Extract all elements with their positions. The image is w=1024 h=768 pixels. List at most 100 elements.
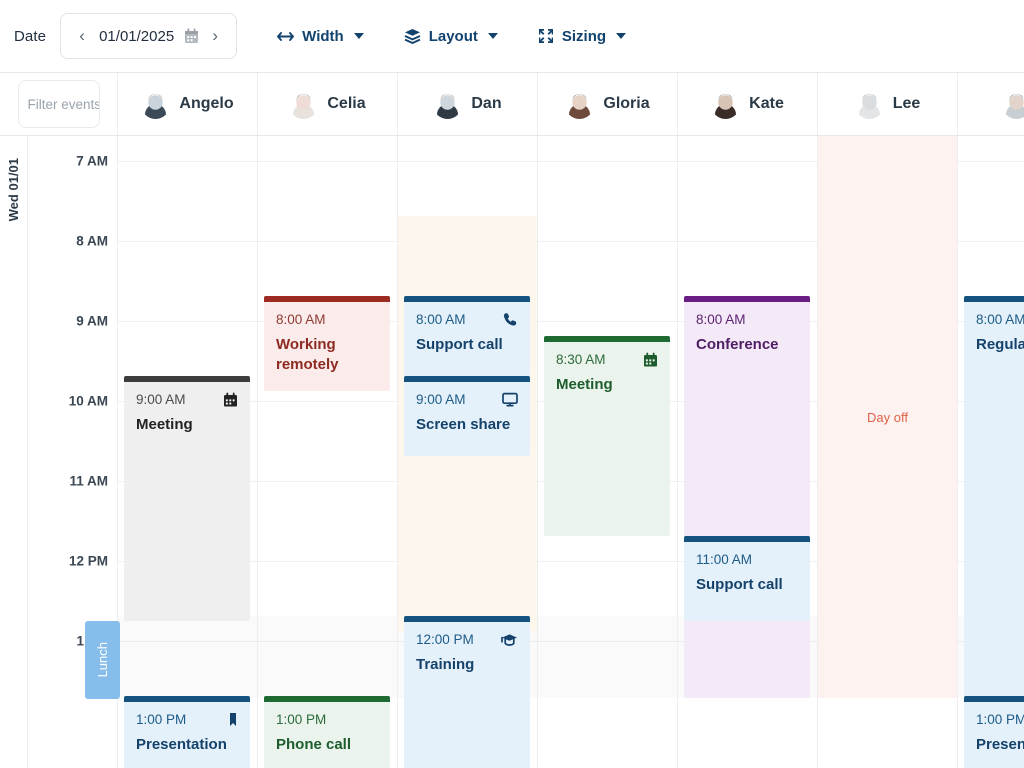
event-time: 9:00 AM — [136, 392, 186, 407]
event-body: 8:00 AM Regular — [964, 302, 1024, 355]
event-time: 12:00 PM — [416, 632, 474, 647]
event-time: 8:00 AM — [276, 312, 326, 327]
resource-header-lee[interactable]: Lee — [818, 73, 958, 135]
event-title: Support call — [416, 336, 503, 353]
layout-menu[interactable]: Layout — [404, 28, 498, 45]
grid-hour-line — [118, 241, 1024, 242]
event-meta-row: 9:00 AM — [136, 392, 238, 407]
event-meta-row: 1:00 PM — [276, 712, 378, 727]
background-event-label: Day off — [867, 409, 908, 425]
event-color-bar — [684, 296, 810, 302]
width-menu[interactable]: Width — [277, 28, 364, 45]
calendar-event[interactable]: 1:00 PM Presentation — [124, 696, 250, 768]
event-body: 12:00 PM Training — [404, 622, 530, 675]
time-tick: 8 AM — [76, 233, 108, 249]
expand-arrows-icon — [538, 28, 554, 44]
lunch-label: Lunch — [95, 642, 110, 678]
lunch-marker[interactable]: Lunch — [85, 621, 120, 699]
date-picker[interactable]: ‹ 01/01/2025 › — [60, 13, 238, 59]
width-arrows-icon — [277, 30, 295, 43]
event-meta-row: 1:00 PM — [976, 712, 1024, 727]
grid-column-divider — [397, 136, 398, 768]
calendar-icon[interactable] — [180, 25, 202, 47]
date-value[interactable]: 01/01/2025 — [99, 27, 175, 45]
resource-header-kate[interactable]: Kate — [678, 73, 818, 135]
calendar-event[interactable]: 12:00 PM Training — [404, 616, 530, 768]
sizing-menu-label: Sizing — [561, 27, 607, 45]
bookmark-icon — [228, 712, 238, 727]
avatar — [1001, 89, 1024, 119]
calendar-event[interactable]: 8:00 AM Regular — [964, 296, 1024, 698]
event-title: Regular — [976, 336, 1024, 353]
resource-header-dan[interactable]: Dan — [398, 73, 538, 135]
day-label: Wed 01/01 — [6, 158, 21, 222]
resource-name: Lee — [892, 95, 921, 112]
toolbar: Date ‹ 01/01/2025 › Width — [0, 0, 1024, 73]
background-event[interactable]: Day off — [818, 136, 957, 698]
resource-header-gloria[interactable]: Gloria — [538, 73, 678, 135]
event-color-bar — [404, 376, 530, 382]
grid-hour-line — [118, 561, 1024, 562]
grid-column-divider — [257, 136, 258, 768]
time-tick: 9 AM — [76, 313, 108, 329]
event-color-bar — [264, 696, 390, 702]
event-title: Training — [416, 656, 475, 673]
event-meta-row: 8:00 AM — [976, 312, 1024, 327]
event-meta-row: 8:30 AM — [556, 352, 658, 367]
event-color-bar — [124, 696, 250, 702]
resource-header-m[interactable]: M — [958, 73, 1024, 135]
grid-hour-line — [118, 641, 1024, 642]
time-tick: 12 PM — [68, 553, 108, 569]
event-time: 8:00 AM — [696, 312, 746, 327]
event-meta-row: 8:00 AM — [696, 312, 798, 327]
resource-name: Dan — [471, 95, 502, 112]
grid-column-divider — [957, 136, 958, 768]
resource-header-celia[interactable]: Celia — [258, 73, 398, 135]
event-time: 1:00 PM — [976, 712, 1024, 727]
graduation-cap-icon — [501, 633, 518, 647]
resource-column-celia[interactable] — [258, 136, 398, 768]
sizing-menu[interactable]: Sizing — [538, 27, 627, 45]
grid-hour-line — [118, 321, 1024, 322]
chevron-down-icon — [616, 33, 627, 39]
time-tick: 10 AM — [68, 393, 108, 409]
event-meta-row: 12:00 PM — [416, 632, 518, 647]
event-color-bar — [404, 296, 530, 302]
day-column: Wed 01/01 — [0, 136, 28, 768]
avatar — [141, 89, 171, 119]
event-color-bar — [124, 376, 250, 382]
next-date-button[interactable]: › — [212, 26, 218, 45]
event-time: 1:00 PM — [276, 712, 327, 727]
resource-header-angelo[interactable]: Angelo — [118, 73, 258, 135]
event-meta-row: 9:00 AM — [416, 392, 518, 407]
chevron-down-icon — [353, 33, 364, 39]
event-title: Presentation — [136, 736, 227, 753]
header-corner: Filter events — [0, 73, 118, 135]
event-meta-row: 1:00 PM — [136, 712, 238, 727]
grid-column-divider — [817, 136, 818, 768]
prev-date-button[interactable]: ‹ — [79, 26, 85, 45]
calendar-icon — [223, 392, 238, 407]
resource-name: Gloria — [603, 95, 650, 112]
filter-events-input[interactable]: Filter events — [17, 80, 100, 128]
time-tick: 11 AM — [69, 473, 108, 489]
grid-column-divider — [677, 136, 678, 768]
event-color-bar — [264, 296, 390, 302]
layout-menu-label: Layout — [428, 27, 478, 45]
